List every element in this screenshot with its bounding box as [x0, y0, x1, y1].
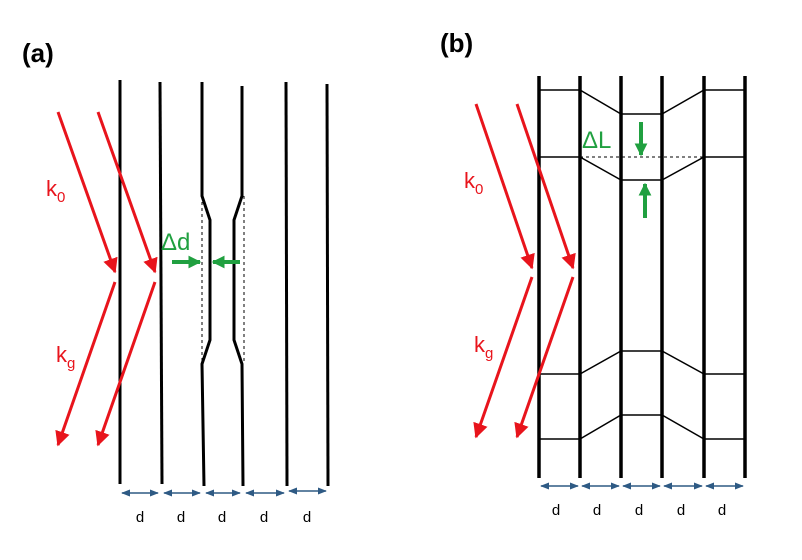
diffracted-arrow-a-1 — [55, 281, 117, 447]
plane-a-2 — [158, 81, 164, 485]
k0-label-b: k0 — [464, 168, 483, 198]
diffracted-arrow-a-2 — [95, 281, 157, 447]
panel-a-lattice-planes — [118, 80, 330, 487]
spacing-label: d — [593, 502, 601, 519]
spacing-label: d — [718, 502, 726, 519]
spacing-label: d — [677, 502, 685, 519]
kg-label-b: kg — [474, 332, 493, 362]
panel-a-spacing-markers — [121, 487, 327, 497]
panel-a-reference-lines — [201, 196, 245, 364]
delta-l-label: ΔL — [582, 127, 611, 154]
incident-arrow-b-2 — [515, 103, 576, 270]
panel-a-label: (a) — [22, 38, 54, 68]
panel-b-wave-arrows — [473, 103, 576, 439]
plane-a-3-distorted — [200, 82, 212, 487]
panel-a: (a) k0 kg Δd — [22, 38, 330, 526]
spacing-label: d — [303, 509, 311, 526]
panel-b-label: (b) — [440, 28, 473, 58]
panel-b-boundaries — [539, 89, 745, 440]
spacing-label: d — [136, 509, 144, 526]
spacing-label: d — [177, 509, 185, 526]
panel-a-wave-arrows — [55, 111, 158, 447]
k0-label-a: k0 — [46, 176, 65, 206]
panel-b: (b) k0 kg ΔL — [440, 28, 747, 519]
spacing-label: d — [218, 509, 226, 526]
incident-arrow-a-1 — [56, 111, 118, 274]
plane-a-4-distorted — [232, 86, 245, 487]
diffracted-arrow-b-2 — [514, 276, 575, 439]
panel-b-lattice-planes — [537, 76, 747, 478]
boundary-b-4-distorted — [539, 414, 745, 440]
panel-b-spacing-labels: d d d d d — [552, 502, 726, 519]
delta-l-arrows — [634, 122, 652, 218]
diffracted-arrow-b-1 — [473, 276, 534, 439]
boundary-b-1-distorted — [539, 89, 745, 115]
incident-arrow-a-2 — [96, 111, 158, 274]
spacing-label: d — [260, 509, 268, 526]
delta-d-label: Δd — [161, 229, 190, 256]
kg-label-a: kg — [56, 342, 75, 372]
boundary-b-3-distorted — [539, 350, 745, 375]
spacing-label: d — [552, 502, 560, 519]
plane-a-6 — [325, 83, 330, 487]
boundary-b-2-distorted — [539, 156, 745, 181]
panel-a-spacing-labels: d d d d d — [136, 509, 311, 526]
spacing-label: d — [635, 502, 643, 519]
incident-arrow-b-1 — [474, 103, 535, 270]
plane-a-5 — [284, 81, 289, 487]
